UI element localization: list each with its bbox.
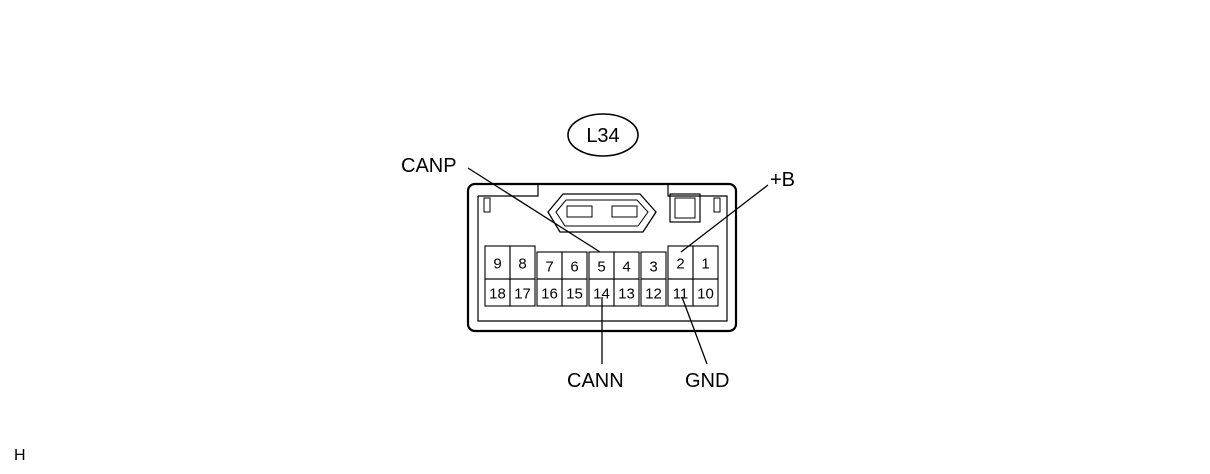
- plusb-leader-line: [680, 184, 769, 253]
- pin-10-number: 10: [697, 286, 714, 303]
- connector-code-ellipse: [567, 113, 639, 157]
- pin-14-number: 14: [593, 286, 610, 303]
- pin-9-number: 9: [493, 256, 501, 273]
- gnd-label: GND: [685, 370, 729, 392]
- pin-13-number: 13: [618, 286, 635, 303]
- lock-latch: [547, 193, 657, 233]
- lock-tab-left: [566, 205, 593, 218]
- corner-label: H: [14, 447, 26, 464]
- pin-8-number: 8: [518, 256, 526, 273]
- plus-b-label: +B: [770, 169, 795, 191]
- pin-18-number: 18: [489, 286, 506, 303]
- pin-15-number: 15: [566, 286, 583, 303]
- pin-4-number: 4: [622, 259, 630, 276]
- gnd-leader-line: [681, 296, 708, 365]
- pin-2-number: 2: [676, 256, 684, 273]
- pin-10-cell: [692, 278, 719, 307]
- connector-housing-inner: [477, 184, 728, 322]
- key-square-inner: [674, 197, 696, 219]
- right-post: [713, 197, 721, 213]
- pin-15-cell: [561, 278, 588, 307]
- lock-tab-right: [611, 205, 638, 218]
- cann-label: CANN: [567, 370, 624, 392]
- pin-13-cell: [613, 278, 640, 307]
- pin-17-cell: [509, 278, 536, 307]
- connector-code: L34: [586, 125, 619, 147]
- pin-3-number: 3: [649, 259, 657, 276]
- pin-7-number: 7: [545, 259, 553, 276]
- pin-12-number: 12: [645, 286, 662, 303]
- pin-5-number: 5: [597, 259, 605, 276]
- pin-12-cell: [640, 278, 667, 307]
- left-post: [483, 197, 491, 213]
- canp-label: CANP: [401, 155, 457, 177]
- pin-6-number: 6: [570, 259, 578, 276]
- pin-17-number: 17: [514, 286, 531, 303]
- pin-1-number: 1: [701, 256, 709, 273]
- pin-16-number: 16: [541, 286, 558, 303]
- key-square-outer: [669, 193, 701, 223]
- bottom-pin-row: 18 17 16 15 14 13 12 11 10: [484, 278, 719, 307]
- pin-11-number: 11: [673, 286, 689, 303]
- lock-latch-inner: [555, 199, 649, 227]
- canp-leader-line: [467, 167, 601, 253]
